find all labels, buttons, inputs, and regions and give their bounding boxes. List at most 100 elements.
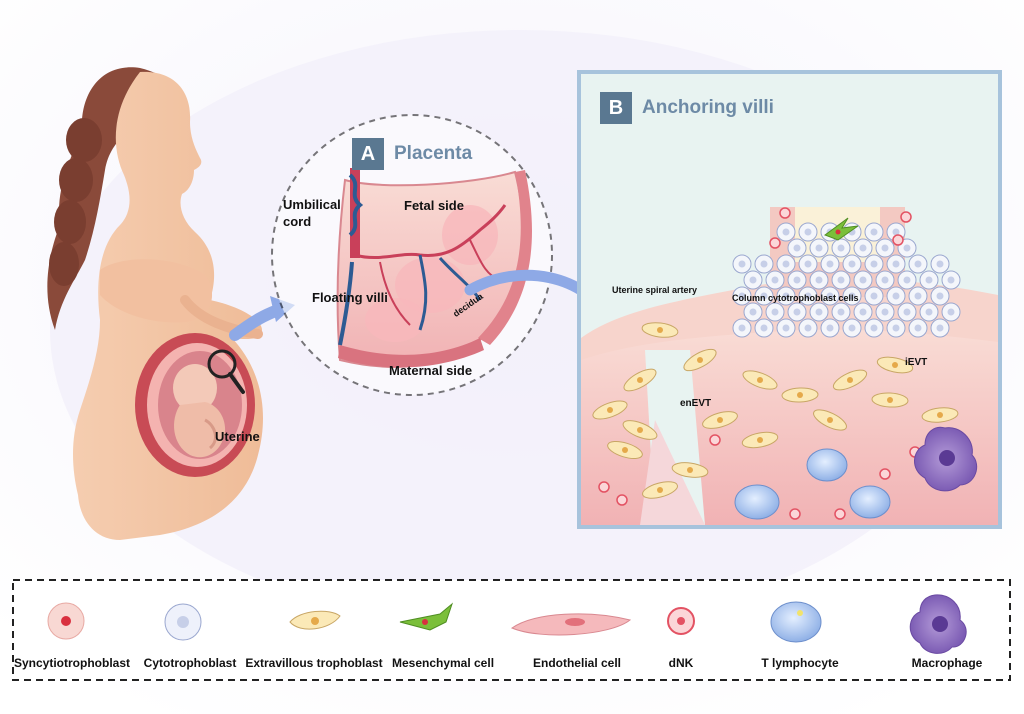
dnk-cell <box>789 508 801 520</box>
cytotrophoblast-nucleus <box>903 244 911 252</box>
cytotrophoblast-nucleus <box>936 260 944 268</box>
fetal-side-label: Fetal side <box>404 198 464 213</box>
cytotrophoblast-nucleus <box>947 276 955 284</box>
cytotrophoblast-nucleus <box>848 292 856 300</box>
cytotrophoblast-nucleus <box>804 324 812 332</box>
extravillous-nucleus <box>657 487 663 493</box>
panel-a-title: Placenta <box>394 143 473 164</box>
cytotrophoblast-nucleus <box>870 324 878 332</box>
cytotrophoblast-nucleus <box>760 260 768 268</box>
extravillous-nucleus <box>607 407 613 413</box>
uterine-spiral-artery-label: Uterine spiral artery <box>612 285 698 295</box>
ievt-label: iEVT <box>905 357 928 368</box>
column-cytotrophoblast-cluster <box>732 222 961 338</box>
legend-label-t-lymphocyte: T lymphocyte <box>761 656 839 670</box>
legend-label-mesenchymal: Mesenchymal cell <box>391 656 495 670</box>
dnk-cell <box>709 434 721 446</box>
t-lymphocytes-panel <box>734 448 891 520</box>
extravillous-nucleus <box>887 397 893 403</box>
cytotrophoblast-nucleus <box>782 324 790 332</box>
cytotrophoblast-nucleus <box>771 308 779 316</box>
cytotrophoblast-nucleus <box>837 308 845 316</box>
cytotrophoblast-nucleus <box>738 292 746 300</box>
cytotrophoblast-nucleus <box>881 244 889 252</box>
floating-villi-label: Floating villi <box>312 290 388 305</box>
fetus <box>173 364 226 458</box>
extravillous-nucleus <box>937 412 943 418</box>
dnk-cell <box>779 207 791 219</box>
dnk-cell <box>900 211 912 223</box>
cytotrophoblast-nucleus <box>848 260 856 268</box>
cytotrophoblast-nucleus <box>870 260 878 268</box>
extravillous-nucleus <box>892 362 898 368</box>
cytotrophoblast-nucleus <box>837 276 845 284</box>
t-lymphocyte-icon <box>770 601 822 643</box>
extravillous-cells <box>592 322 959 499</box>
extravillous-nucleus <box>687 467 693 473</box>
enevt-label: enEVT <box>680 398 712 409</box>
hair <box>47 67 178 330</box>
cytotrophoblast-nucleus <box>859 244 867 252</box>
cytotrophoblast-nucleus <box>738 324 746 332</box>
mesenchymal-cell-panel <box>823 217 859 241</box>
pregnant-woman <box>47 67 263 541</box>
legend-label-macrophage: Macrophage <box>911 656 983 670</box>
cytotrophoblast-nucleus <box>782 228 790 236</box>
extravillous-nucleus <box>637 377 643 383</box>
legend-label-cytotrophoblast: Cytotrophoblast <box>143 656 237 670</box>
cytotrophoblast-nucleus <box>947 308 955 316</box>
legend-label-syncytiotrophoblast: Syncytiotrophoblast <box>13 656 131 670</box>
extravillous-nucleus <box>757 377 763 383</box>
placenta-section <box>336 168 532 368</box>
panel-b-badge: B <box>600 92 632 124</box>
panel-a-badge: A <box>352 138 384 170</box>
cytotrophoblast-nucleus <box>925 308 933 316</box>
cytotrophoblast-nucleus <box>749 276 757 284</box>
legend-label-extravillous: Extravillous trophoblast <box>245 656 383 670</box>
cytotrophoblast-nucleus <box>881 276 889 284</box>
dnk-cell <box>834 508 846 520</box>
cytotrophoblast-nucleus <box>892 324 900 332</box>
cytotrophoblast-nucleus <box>771 276 779 284</box>
cytotrophoblast-nucleus <box>815 244 823 252</box>
cytotrophoblast-nucleus <box>749 308 757 316</box>
cytotrophoblast-nucleus <box>804 292 812 300</box>
cytotrophoblast-nucleus <box>738 260 746 268</box>
cytotrophoblast-nucleus <box>892 228 900 236</box>
cytotrophoblast-nucleus <box>914 324 922 332</box>
legend-label-dnk: dNK <box>668 656 694 670</box>
cytotrophoblast-nucleus <box>826 324 834 332</box>
column-cytotrophoblast-label: Column cytotrophoblast cells <box>732 293 859 303</box>
cytotrophoblast-nucleus <box>925 276 933 284</box>
cytotrophoblast-nucleus <box>826 292 834 300</box>
extravillous-nucleus <box>797 392 803 398</box>
cytotrophoblast-nucleus <box>870 292 878 300</box>
cytotrophoblast-nucleus <box>815 308 823 316</box>
cytotrophoblast-nucleus <box>903 308 911 316</box>
extravillous-nucleus <box>847 377 853 383</box>
magnifier-icon <box>207 349 237 379</box>
cytotrophoblast-nucleus <box>815 276 823 284</box>
cytotrophoblast-nucleus <box>914 292 922 300</box>
cytotrophoblast-nucleus <box>804 260 812 268</box>
cytotrophoblast-nucleus <box>870 228 878 236</box>
cytotrophoblast-nucleus <box>881 308 889 316</box>
cytotrophoblast-nucleus <box>892 292 900 300</box>
cytotrophoblast-nucleus <box>793 244 801 252</box>
cytotrophoblast-nucleus <box>936 324 944 332</box>
cytotrophoblast-nucleus <box>848 324 856 332</box>
extravillous-nucleus <box>697 357 703 363</box>
maternal-side-label: Maternal side <box>389 363 473 378</box>
cytotrophoblast-nucleus <box>760 324 768 332</box>
cytotrophoblast-nucleus <box>760 292 768 300</box>
panel-b-title: Anchoring villi <box>642 97 774 118</box>
mesenchymal-cell-icon <box>399 602 454 631</box>
cytotrophoblast-nucleus <box>936 292 944 300</box>
cytotrophoblast-nucleus <box>859 308 867 316</box>
extravillous-nucleus <box>717 417 723 423</box>
umbilical-cord-label: Umbilical cord <box>283 197 341 229</box>
extravillous-nucleus <box>622 447 628 453</box>
cytotrophoblast-nucleus <box>793 276 801 284</box>
legend-icons <box>47 594 967 654</box>
